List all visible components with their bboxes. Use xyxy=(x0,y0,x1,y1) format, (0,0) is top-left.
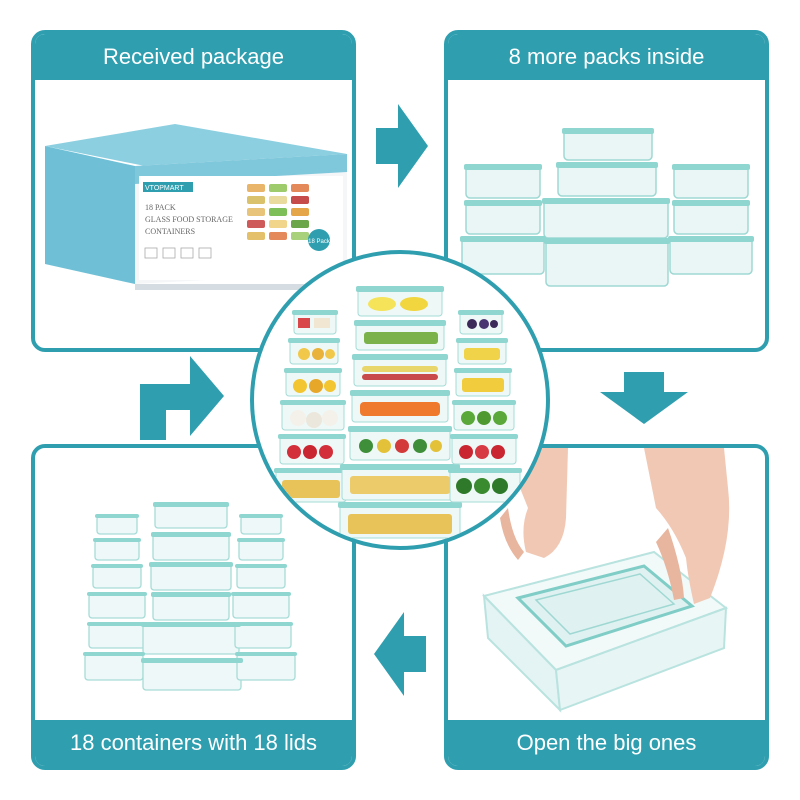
panel-caption: Received package xyxy=(35,34,352,80)
panel-caption: 18 containers with 18 lids xyxy=(35,720,352,766)
arrow-right-icon xyxy=(376,104,428,188)
box-brand: VTOPMART xyxy=(145,185,184,192)
panel-received-package: Received package xyxy=(31,30,356,352)
arrow-down-icon xyxy=(600,372,688,424)
open-container-illustration xyxy=(482,448,730,713)
svg-text:18 Pack: 18 Pack xyxy=(308,239,331,245)
left-column-containers xyxy=(274,310,348,503)
box-line-3: CONTAINERS xyxy=(145,227,195,236)
box-line-1: 18 PACK xyxy=(145,203,176,212)
stacked-packs-illustration xyxy=(460,128,754,287)
right-column-containers xyxy=(448,310,522,503)
right-hand xyxy=(644,448,730,604)
box-container-thumbnails xyxy=(247,184,309,240)
package-box-illustration: 18 Pack VTOPMART 18 PACK GLASS FOOD STOR… xyxy=(45,124,347,290)
food-containers-illustration xyxy=(274,286,522,539)
pack-badge-icon xyxy=(308,229,330,251)
arrow-corner-icon xyxy=(140,356,224,440)
arrow-left-icon xyxy=(374,612,426,696)
containers-grid-illustration xyxy=(83,502,297,691)
middle-column-containers xyxy=(338,286,462,539)
panel-caption: 8 more packs inside xyxy=(448,34,765,80)
center-food-containers-circle xyxy=(250,250,550,550)
panel-caption: Open the big ones xyxy=(448,720,765,766)
box-line-2: GLASS FOOD STORAGE xyxy=(145,215,233,224)
